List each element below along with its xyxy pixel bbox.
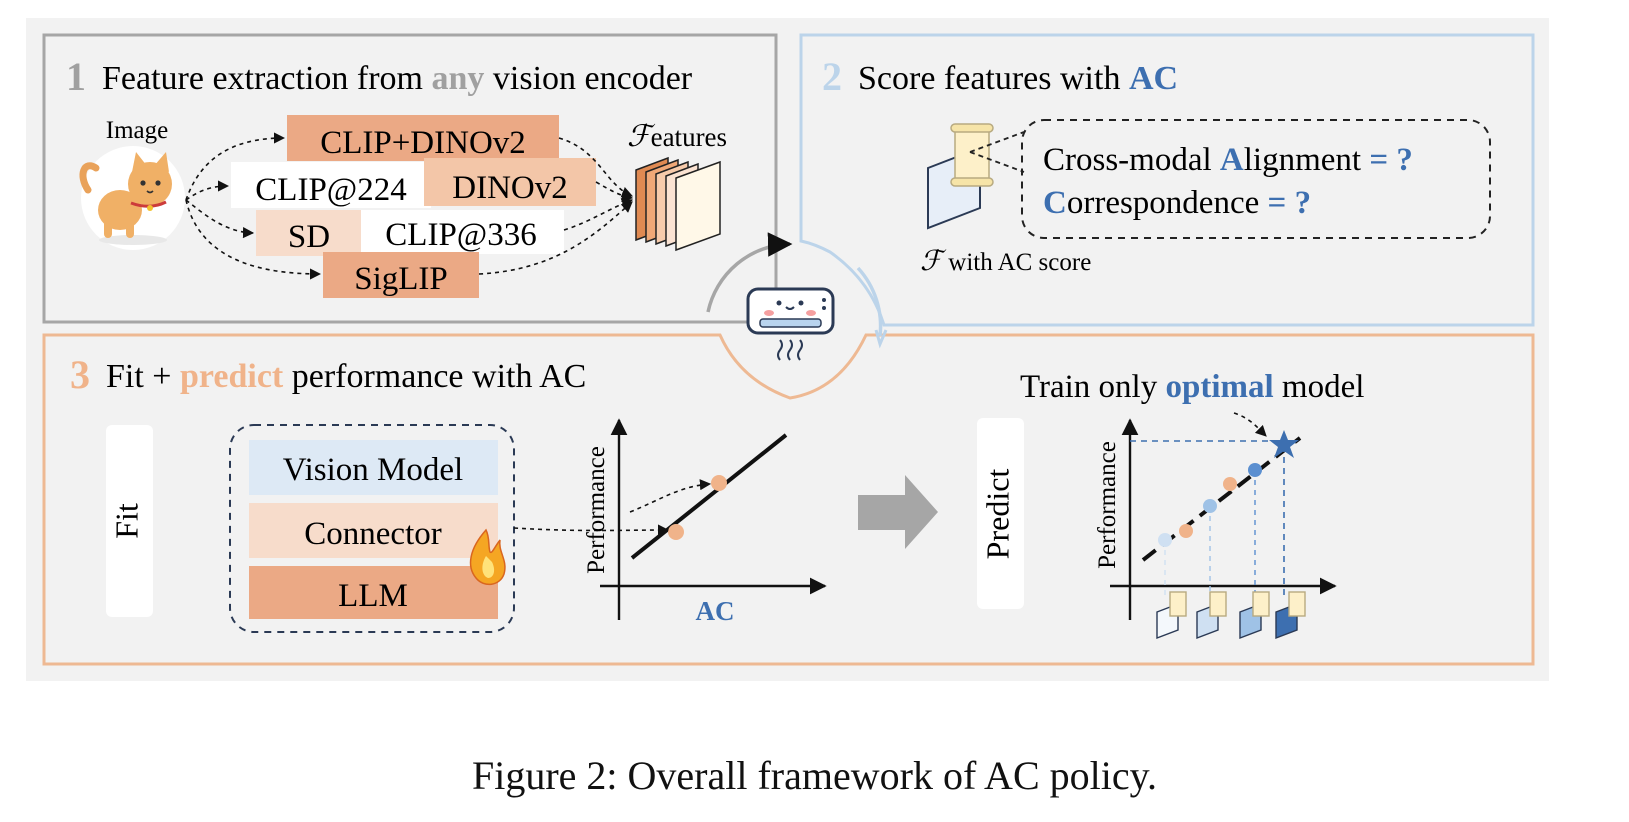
fit-label: Fit xyxy=(108,503,144,539)
predict-chart-ylabel: Performance xyxy=(1094,441,1121,569)
predict-point xyxy=(1203,499,1217,513)
optimal-title: Train only optimal model xyxy=(1020,369,1364,405)
predict-label: Predict xyxy=(979,469,1015,560)
fit-point xyxy=(711,475,727,491)
panel1-title: Feature extraction from any vision encod… xyxy=(102,60,693,97)
candidate-icon xyxy=(1275,591,1306,640)
panel-fit-predict: 3 Fit + predict performance with AC Fit … xyxy=(42,333,1535,666)
stack-label: LLM xyxy=(338,578,408,614)
star-icon xyxy=(1269,430,1299,458)
predict-box xyxy=(977,418,1024,609)
candidate-icon xyxy=(1196,591,1227,640)
score-label: ℱ with AC score xyxy=(920,246,1091,277)
panel-score-features: 2 Score features with AC Cross-modal Ali… xyxy=(799,33,1535,327)
encoder-box-clip224 xyxy=(231,162,431,208)
candidate-icon xyxy=(1156,591,1187,640)
connector-box xyxy=(249,503,498,558)
encoder-box-dinov2 xyxy=(424,158,596,206)
encoder-label: SigLIP xyxy=(354,261,448,297)
alignment-line: Cross-modal Alignment = ? xyxy=(1043,142,1413,178)
predict-point xyxy=(1223,477,1237,491)
fit-chart-xlabel: AC xyxy=(696,596,735,626)
panel2-number: 2 xyxy=(822,54,842,99)
encoder-box-siglip xyxy=(323,252,479,298)
encoder-box-clip-dinov2 xyxy=(287,115,559,161)
encoder-label: CLIP+DINOv2 xyxy=(320,125,526,161)
cat-icon xyxy=(79,146,185,250)
panel2-title: Score features with AC xyxy=(858,60,1178,97)
candidate-icon xyxy=(1239,591,1270,640)
panel3-title: Fit + predict performance with AC xyxy=(106,358,586,395)
predict-chart: Performance xyxy=(1094,412,1337,640)
stack-label: Connector xyxy=(304,516,441,552)
stack-label: Vision Model xyxy=(283,452,463,488)
fit-chart-ylabel: Performance xyxy=(583,446,610,574)
image-label: Image xyxy=(106,117,168,144)
ac-question-box xyxy=(1021,119,1491,239)
panel1-number: 1 xyxy=(66,54,86,99)
fit-point xyxy=(668,524,684,540)
encoder-label: DINOv2 xyxy=(452,170,567,206)
fit-line xyxy=(630,433,788,560)
encoder-label: CLIP@336 xyxy=(385,217,536,253)
predict-point xyxy=(1179,524,1193,538)
fire-icon xyxy=(469,528,506,586)
figure-caption: Figure 2: Overall framework of AC policy… xyxy=(471,753,1158,798)
fit-chart: Performance AC xyxy=(513,418,827,626)
arrow-right-icon xyxy=(858,475,938,549)
predict-point xyxy=(1248,463,1262,477)
encoder-box-clip336 xyxy=(361,210,564,254)
scroll-icon xyxy=(927,123,994,230)
features-stack-icon xyxy=(635,156,721,252)
panel-feature-extraction: 1 Feature extraction from any vision enc… xyxy=(42,33,778,324)
encoder-label: CLIP@224 xyxy=(255,172,406,208)
encoder-box-sd xyxy=(256,210,361,256)
predict-point xyxy=(1158,533,1172,547)
air-conditioner-cycle xyxy=(706,232,888,361)
air-conditioner-icon xyxy=(746,287,835,361)
fit-box xyxy=(106,425,153,617)
encoder-connectors xyxy=(185,132,634,280)
features-label: ℱeatures xyxy=(627,120,727,153)
llm-box xyxy=(249,566,498,619)
figure-caption-container: Figure 2: Overall framework of AC policy… xyxy=(0,752,1629,799)
callout-pointer xyxy=(969,131,1025,173)
vision-model-box xyxy=(249,440,498,495)
correspondence-line: Correspondence = ? xyxy=(1043,185,1311,221)
panel3-number: 3 xyxy=(70,352,90,397)
encoder-label: SD xyxy=(288,219,330,255)
